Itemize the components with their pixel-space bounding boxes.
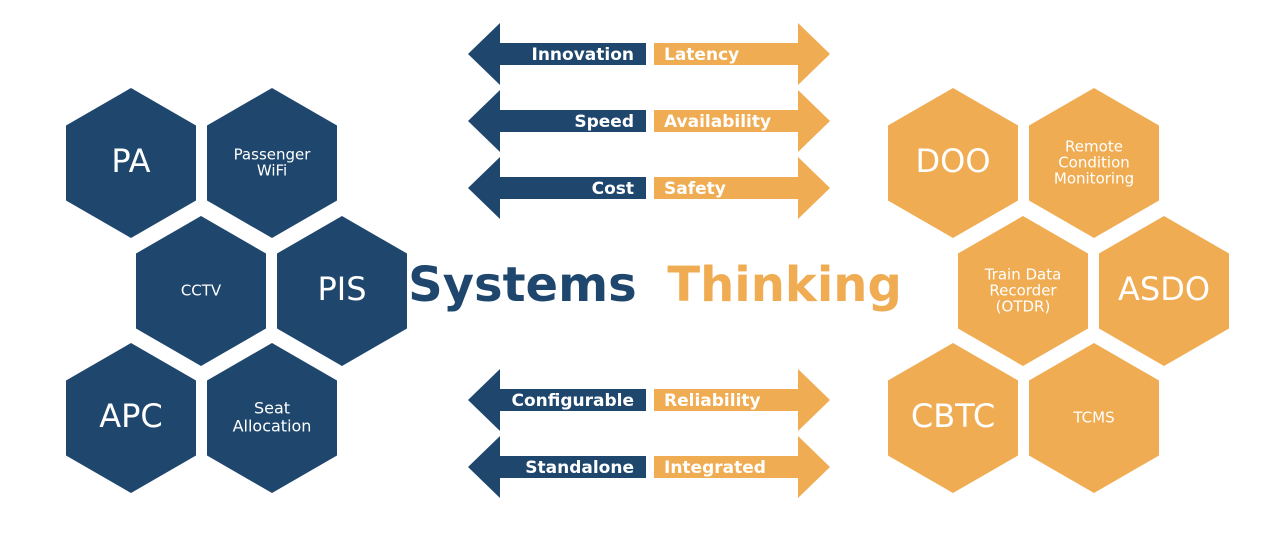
arrow-label-integrated: Integrated: [664, 458, 766, 478]
title-systems: Systems: [408, 257, 637, 313]
arrow-label-safety: Safety: [664, 179, 726, 199]
hexagon-shape: [66, 88, 196, 238]
arrow-pair-cost-safety: Cost Safety: [468, 157, 830, 219]
left-arrow: [468, 436, 646, 498]
right-hexagon-asdo: ASDO: [1099, 216, 1229, 366]
hexagon-label: Monitoring: [1054, 170, 1134, 188]
arrow-label-innovation: Innovation: [532, 45, 635, 65]
right-arrow: [654, 369, 830, 431]
arrow-label-speed: Speed: [574, 112, 634, 132]
arrow-label-latency: Latency: [664, 45, 739, 65]
hexagon-label: CCTV: [181, 282, 222, 300]
hexagon-shape: [1029, 88, 1159, 238]
arrow-label-availability: Availability: [664, 112, 771, 132]
left-arrow: [468, 369, 646, 431]
hexagon-shape: [136, 216, 266, 366]
hexagon-label: Train Data: [984, 266, 1062, 284]
left-hexagon-pis: PIS: [277, 216, 407, 366]
hexagon-shape: [1029, 343, 1159, 493]
right-hexagon-tcms: TCMS: [1029, 343, 1159, 493]
arrow-label-cost: Cost: [592, 179, 634, 199]
left-arrow: [468, 23, 646, 85]
left-arrow: [468, 157, 646, 219]
hexagon-label: Passenger: [234, 146, 312, 164]
right-hexagon-cbtc: CBTC: [888, 343, 1018, 493]
hexagon-shape: [207, 88, 337, 238]
hexagon-shape: [207, 343, 337, 493]
hexagon-label: DOO: [915, 142, 990, 180]
arrow-pair-configurable-reliability: Configurable Reliability: [468, 369, 830, 431]
arrow-pair-speed-availability: Speed Availability: [468, 90, 830, 152]
hexagon-shape: [1099, 216, 1229, 366]
hexagon-label: Recorder: [989, 282, 1057, 300]
right-arrow: [654, 23, 830, 85]
left-hexagon-cctv: CCTV: [136, 216, 266, 366]
hexagon-shape: [958, 216, 1088, 366]
right-hexagon-doo: DOO: [888, 88, 1018, 238]
hexagon-shape: [66, 343, 196, 493]
hexagon-label: PA: [111, 142, 150, 180]
arrow-pair-standalone-integrated: Standalone Integrated: [468, 436, 830, 498]
arrow-pair-innovation-latency: Innovation Latency: [468, 23, 830, 85]
right-arrow: [654, 90, 830, 152]
right-arrow: [654, 157, 830, 219]
title-thinking: Thinking: [667, 257, 901, 313]
hexagon-shape: [888, 88, 1018, 238]
hexagon-shape: [888, 343, 1018, 493]
hexagon-label: ASDO: [1118, 270, 1210, 308]
hexagon-label: TCMS: [1072, 409, 1114, 427]
hexagon-label: PIS: [317, 270, 366, 308]
arrow-label-configurable: Configurable: [511, 391, 634, 411]
hexagon-label: Seat: [254, 399, 290, 418]
hexagon-label: (OTDR): [996, 298, 1051, 316]
arrow-label-standalone: Standalone: [525, 458, 634, 478]
left-hexagon-pa: PA: [66, 88, 196, 238]
hexagon-label: Condition: [1058, 154, 1130, 172]
hexagon-shape: [277, 216, 407, 366]
hexagon-label: CBTC: [911, 397, 995, 435]
left-arrow: [468, 90, 646, 152]
hexagon-label: Remote: [1065, 138, 1123, 156]
hexagon-label: APC: [99, 397, 163, 435]
right-arrow: [654, 436, 830, 498]
arrow-label-reliability: Reliability: [664, 391, 761, 411]
hexagon-label: Allocation: [233, 417, 312, 436]
left-hexagon-apc: APC: [66, 343, 196, 493]
diagram-title: Systems Thinking: [408, 257, 902, 313]
hexagon-label: WiFi: [257, 162, 287, 180]
